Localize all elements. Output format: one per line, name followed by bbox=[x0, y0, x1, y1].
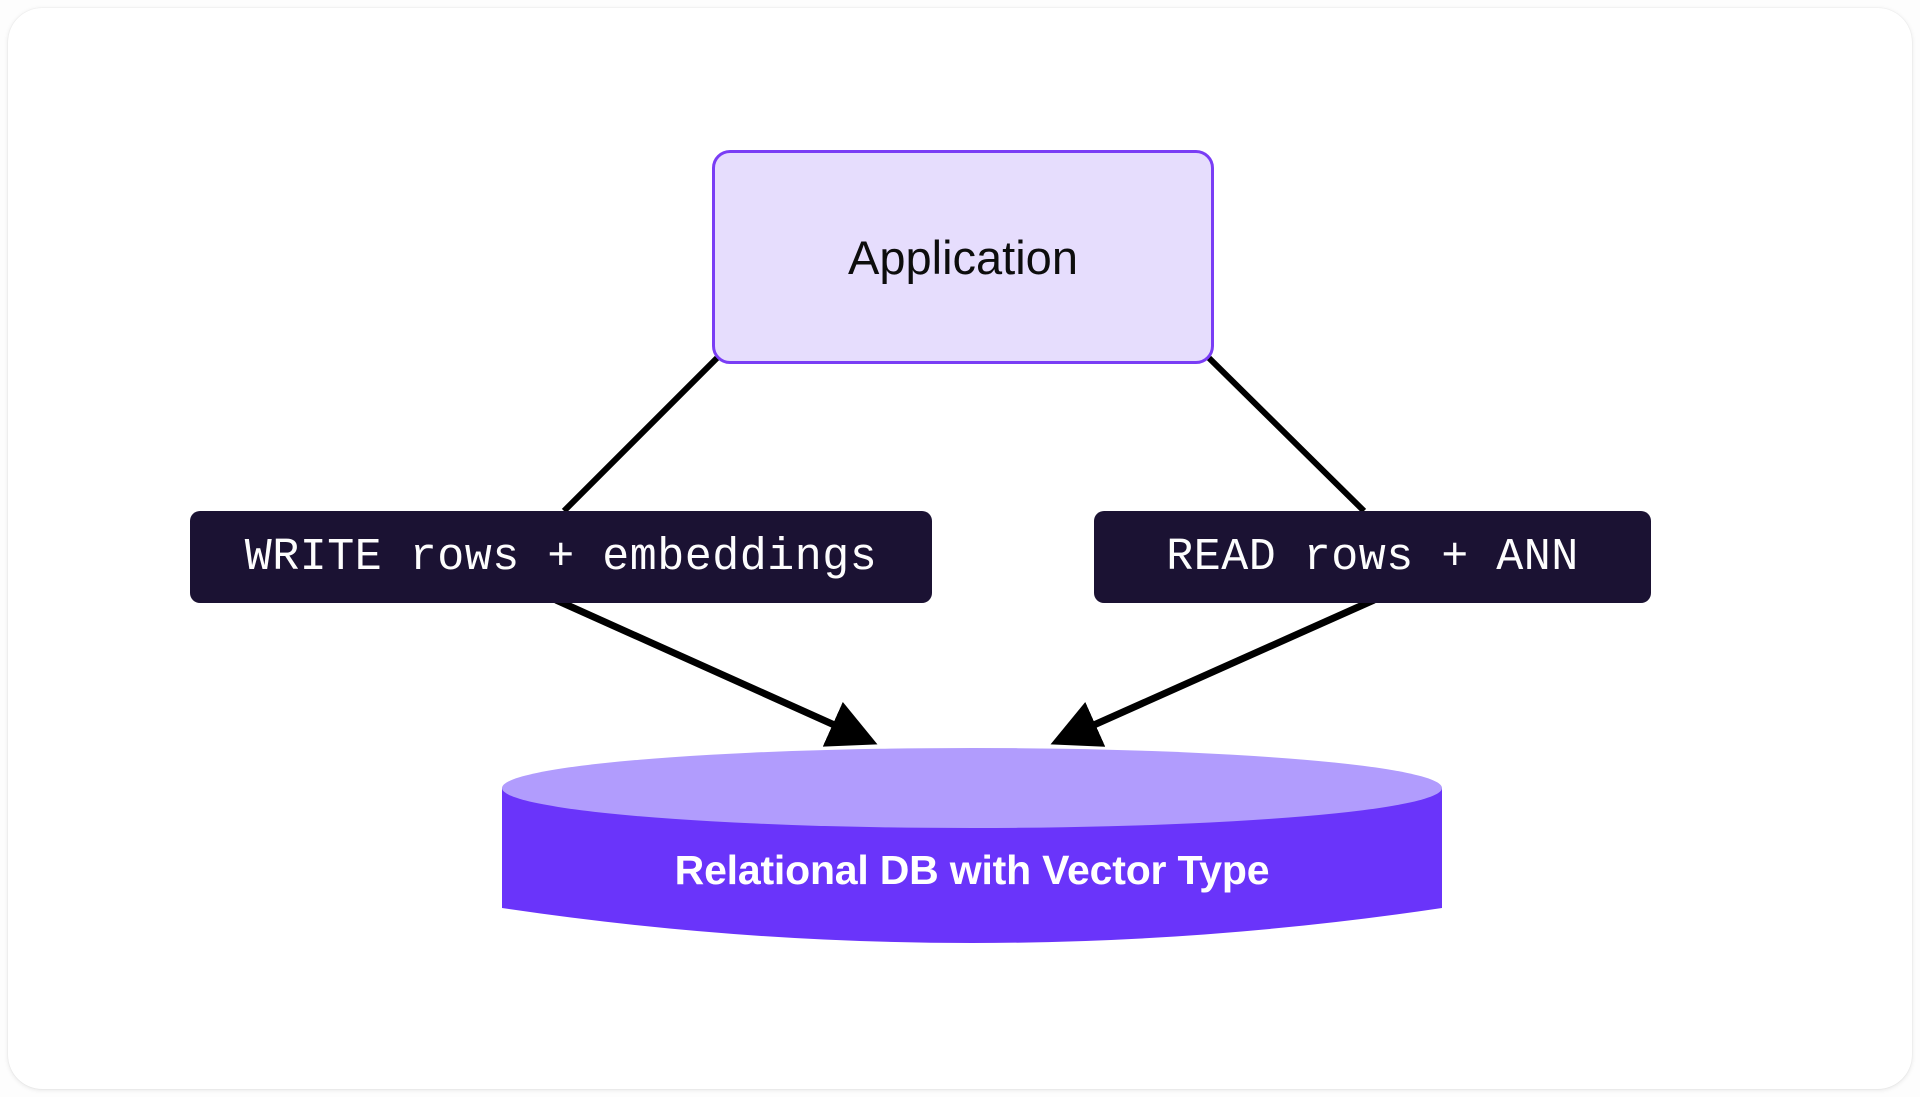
edge-application-to-read bbox=[1206, 355, 1367, 514]
node-application-label: Application bbox=[848, 230, 1078, 284]
node-application[interactable]: Application bbox=[712, 150, 1214, 364]
edge-application-to-write bbox=[561, 355, 720, 514]
node-read-op-label: READ rows + ANN bbox=[1166, 531, 1579, 583]
node-write-op[interactable]: WRITE rows + embeddings bbox=[190, 511, 932, 603]
edge-write-to-database bbox=[554, 596, 878, 747]
edge-layer bbox=[554, 355, 1376, 747]
edge-read-to-database bbox=[1050, 596, 1376, 747]
architecture-diagram: Application WRITE rows + embeddings READ… bbox=[8, 8, 1912, 1089]
diagram-card: Application WRITE rows + embeddings READ… bbox=[8, 8, 1912, 1089]
database-cylinder-icon bbox=[502, 748, 1442, 943]
node-write-op-label: WRITE rows + embeddings bbox=[244, 531, 878, 583]
node-database[interactable]: Relational DB with Vector Type bbox=[502, 748, 1442, 948]
node-read-op[interactable]: READ rows + ANN bbox=[1094, 511, 1651, 603]
